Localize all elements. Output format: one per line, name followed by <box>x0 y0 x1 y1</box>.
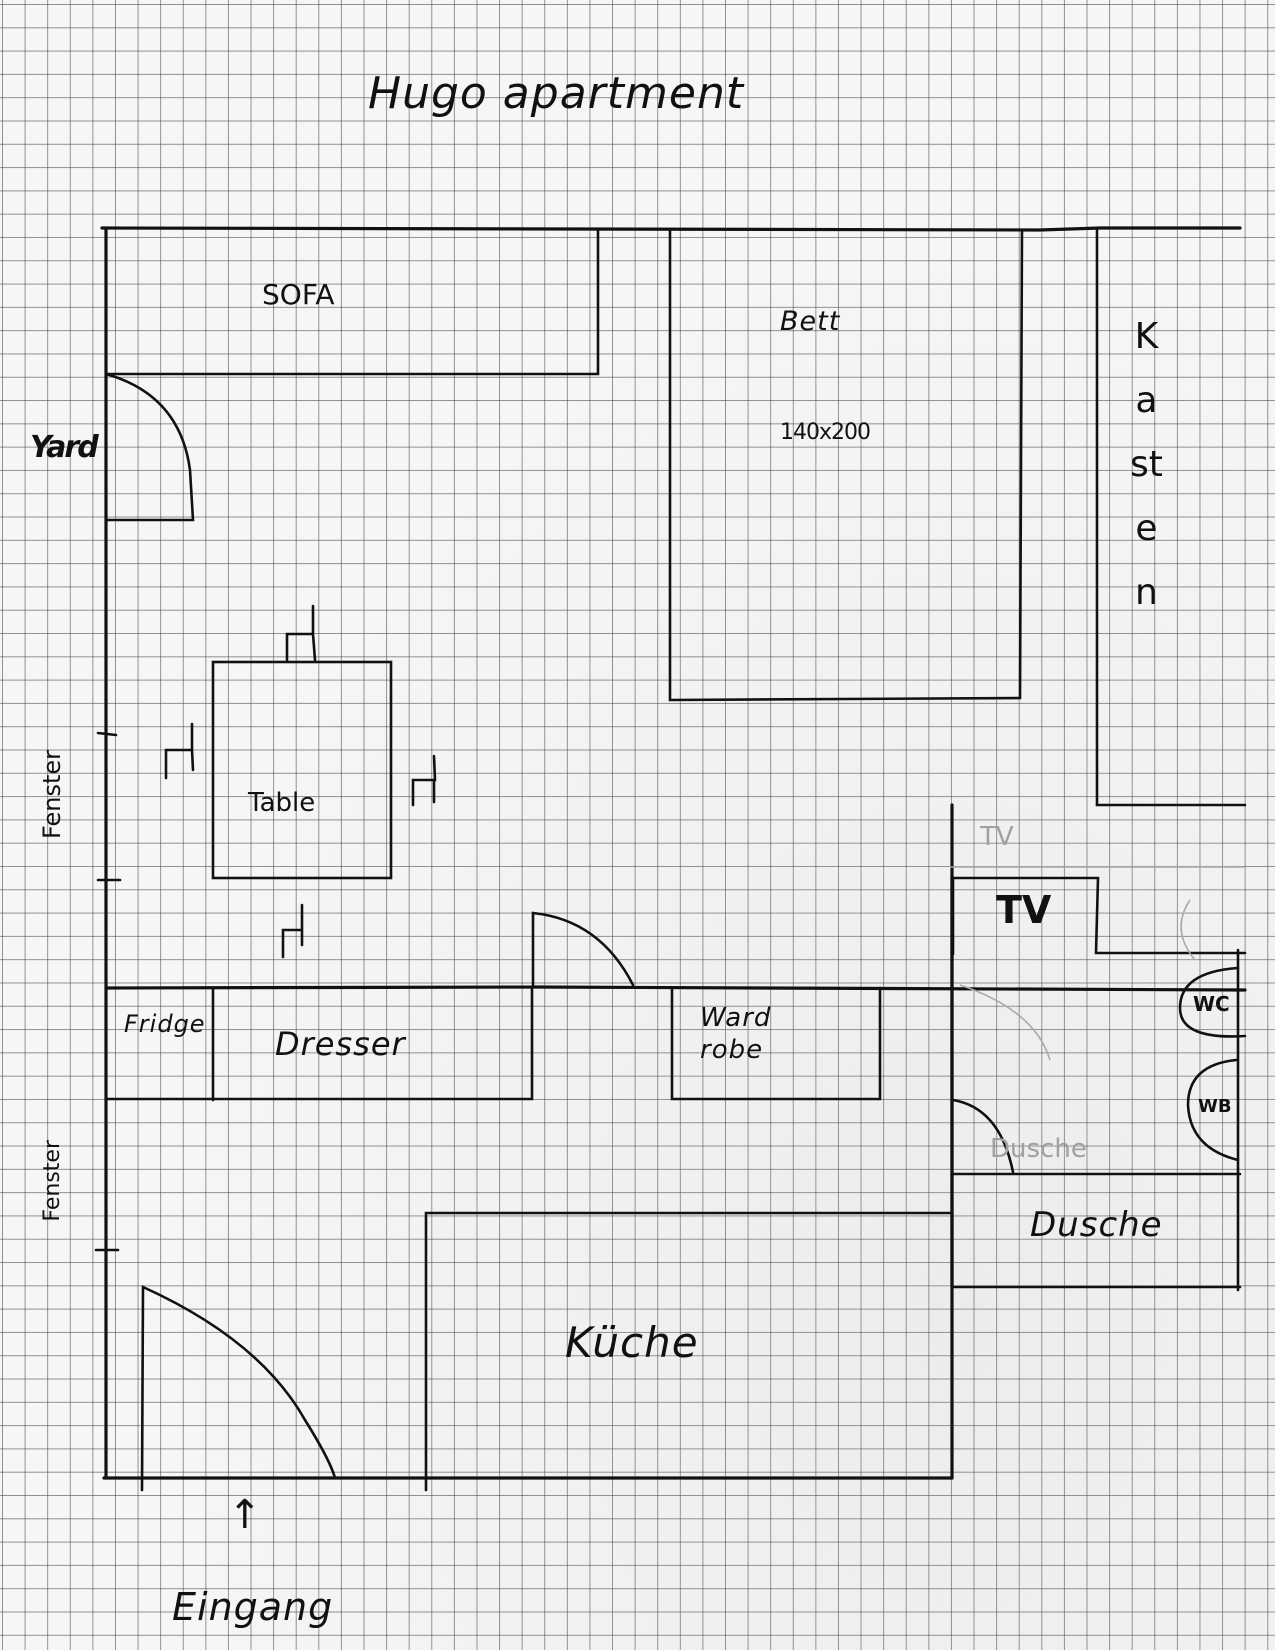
kasten-letter: st <box>1130 444 1163 485</box>
bed-size-label: 140x200 <box>780 420 871 445</box>
outer-wall-top <box>100 226 1242 232</box>
wardrobe-outline <box>670 986 882 1101</box>
sofa-label: SOFA <box>262 278 335 311</box>
dresser-label: Dresser <box>275 1025 406 1063</box>
chair-right <box>411 754 437 807</box>
yard-label: Yard <box>30 430 99 465</box>
window-upper-label: Fenster <box>38 750 66 840</box>
tv-faint-label: TV <box>980 822 1014 852</box>
faint-arc-right <box>1180 899 1196 961</box>
shower-faint-label: Dusche <box>990 1134 1087 1164</box>
sofa-outline <box>104 228 600 376</box>
fridge-label: Fridge <box>124 1010 206 1038</box>
entrance-label: Eingang <box>172 1585 334 1629</box>
faint-door-arc <box>959 984 1051 1061</box>
shower-label: Dusche <box>1030 1205 1163 1245</box>
middle-wall <box>104 985 1247 992</box>
chair-bottom <box>281 903 304 959</box>
wardrobe-label: Ward robe <box>700 1002 771 1066</box>
wc-shape <box>1178 966 1247 1038</box>
tv-label: TV <box>996 888 1052 932</box>
kitchen-outline <box>424 1211 954 1492</box>
bed-label: Bett <box>780 306 841 337</box>
wb-shape <box>1186 1058 1240 1162</box>
chair-top <box>285 604 317 662</box>
window-lower-label: Fenster <box>40 1140 65 1222</box>
window-tick-upper-a <box>96 731 118 737</box>
table-label: Table <box>248 788 316 818</box>
page-title: Hugo apartment <box>368 68 745 119</box>
kasten-letter: n <box>1135 572 1158 613</box>
wc-label: WC <box>1193 992 1230 1016</box>
kasten-letter: K <box>1134 316 1159 357</box>
dresser-bottom <box>104 986 534 1101</box>
hall-door-swing <box>531 911 635 989</box>
wb-label: WB <box>1198 1096 1232 1117</box>
entrance-arrow-icon: ↑ <box>228 1492 262 1538</box>
kasten-letter: a <box>1135 380 1158 421</box>
chair-left <box>164 722 195 780</box>
bathroom-door-swing <box>951 1098 1015 1174</box>
table-outline <box>211 660 393 880</box>
entrance-door-swing <box>140 1284 337 1492</box>
wardrobe-label-line2: robe <box>700 1035 764 1065</box>
wardrobe-label-line1: Ward <box>700 1003 772 1033</box>
yard-door-swing <box>104 372 195 522</box>
kitchen-label: Küche <box>565 1318 699 1367</box>
kasten-letter: e <box>1135 508 1158 549</box>
bed-outline <box>668 228 1024 702</box>
kasten-label: K a st e n <box>1130 305 1163 625</box>
